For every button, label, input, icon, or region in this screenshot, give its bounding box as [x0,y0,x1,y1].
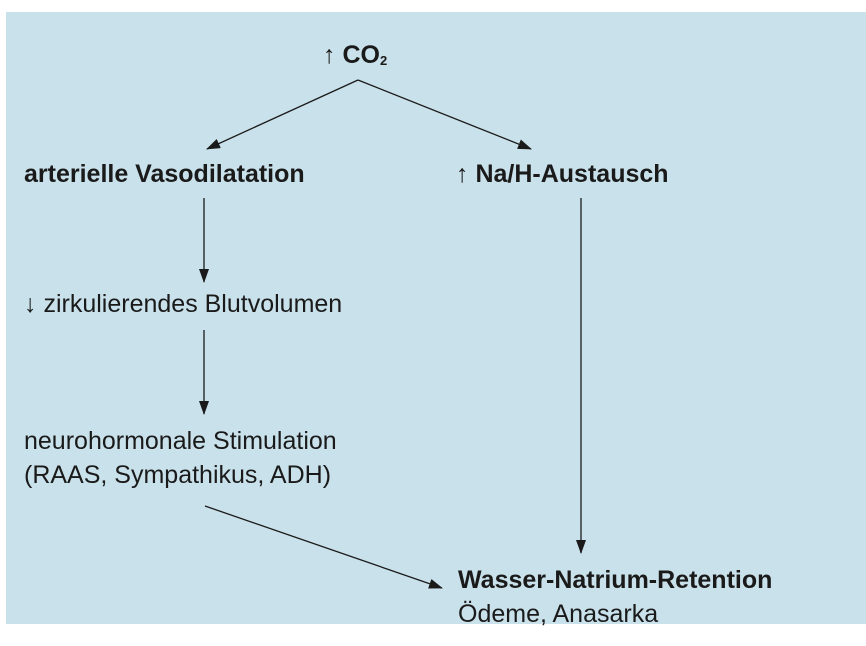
na-h-label: Na/H-Austausch [475,160,669,188]
co2-subscript: 2 [379,53,388,68]
arrow-co2-to-vasodilatation [206,79,359,150]
node-co2: ↑ CO2 [323,38,387,78]
down-arrow-icon: ↓ [24,290,37,318]
node-retention: Wasser-Natrium-Retention Ödeme, Anasarka [458,563,772,631]
node-vasodilatation: arterielle Vasodilatation [24,160,305,188]
stimulation-line2: (RAAS, Sympathikus, ADH) [24,461,332,489]
diagram-background [6,12,866,624]
node-stimulation: neurohormonale Stimulation (RAAS, Sympat… [24,424,337,492]
node-na-h-austausch: ↑ Na/H-Austausch [456,157,669,191]
stimulation-line1: neurohormonale Stimulation [24,427,337,455]
co2-label: CO [342,41,380,69]
up-arrow-icon: ↑ [323,41,336,69]
retention-line2: Ödeme, Anasarka [458,600,659,628]
arrow-co2-to-na-h [357,79,532,150]
arrow-stimulation-to-retention [204,505,443,589]
up-arrow-icon: ↑ [456,160,469,188]
node-blutvolumen: ↓ zirkulierendes Blutvolumen [24,287,342,321]
blutvolumen-label: zirkulierendes Blutvolumen [43,290,343,318]
retention-line1: Wasser-Natrium-Retention [458,566,773,594]
